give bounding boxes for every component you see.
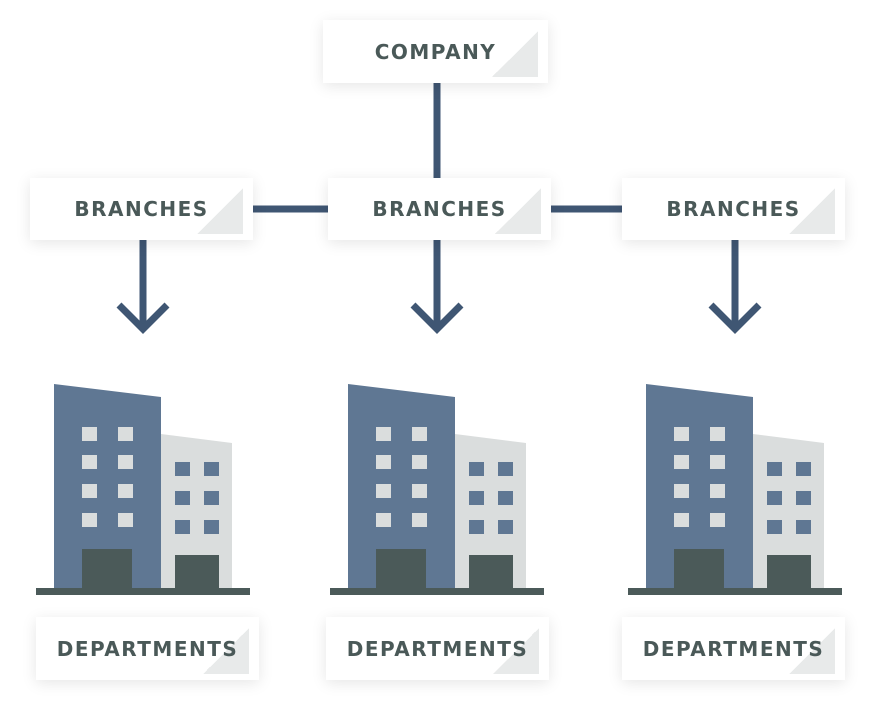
building-main — [348, 384, 455, 588]
arrow-head — [708, 302, 762, 334]
department-label: DEPARTMENTS — [346, 636, 529, 661]
window — [118, 455, 133, 469]
corner-decoration — [493, 628, 539, 674]
department-box: DEPARTMENTS — [326, 617, 549, 680]
window — [767, 491, 782, 505]
corner-decoration — [203, 628, 249, 674]
window — [674, 484, 689, 498]
ground-line — [628, 588, 842, 595]
window — [710, 455, 725, 469]
window — [498, 520, 513, 534]
building-main — [646, 384, 753, 588]
window — [82, 455, 97, 469]
corner-decoration — [789, 188, 835, 234]
window — [674, 427, 689, 441]
window — [412, 455, 427, 469]
window — [674, 455, 689, 469]
branch-box: BRANCHES — [30, 178, 253, 240]
window — [118, 484, 133, 498]
branch-box: BRANCHES — [328, 178, 551, 240]
window — [376, 484, 391, 498]
door — [376, 549, 426, 589]
window — [376, 427, 391, 441]
window — [412, 513, 427, 527]
door — [82, 549, 132, 589]
corner-decoration — [495, 188, 541, 234]
building-icon — [36, 384, 250, 595]
window — [469, 491, 484, 505]
corner-decoration — [492, 31, 538, 77]
window — [175, 491, 190, 505]
company-box: COMPANY — [323, 20, 548, 83]
department-label: DEPARTMENTS — [642, 636, 825, 661]
door — [175, 555, 219, 589]
window — [469, 462, 484, 476]
arrow-down-icon — [116, 240, 170, 334]
corner-decoration — [789, 628, 835, 674]
branch-label: BRANCHES — [666, 197, 801, 221]
department-box: DEPARTMENTS — [622, 617, 845, 680]
window — [498, 462, 513, 476]
window — [82, 484, 97, 498]
arrow-down-icon — [410, 240, 464, 334]
window — [412, 484, 427, 498]
building-icon — [330, 384, 544, 595]
door — [469, 555, 513, 589]
arrow-head — [116, 302, 170, 334]
door — [674, 549, 724, 589]
branch-label: BRANCHES — [74, 197, 209, 221]
window — [796, 462, 811, 476]
department-label: DEPARTMENTS — [56, 636, 239, 661]
arrow-head — [410, 302, 464, 334]
window — [82, 427, 97, 441]
window — [412, 427, 427, 441]
corner-decoration — [197, 188, 243, 234]
window — [82, 513, 97, 527]
window — [175, 462, 190, 476]
window — [767, 462, 782, 476]
window — [175, 520, 190, 534]
window — [376, 513, 391, 527]
ground-line — [36, 588, 250, 595]
company-label: COMPANY — [374, 39, 497, 64]
department-box: DEPARTMENTS — [36, 617, 259, 680]
arrow-down-icon — [708, 240, 762, 334]
window — [204, 462, 219, 476]
window — [376, 455, 391, 469]
window — [204, 520, 219, 534]
branch-label: BRANCHES — [372, 197, 507, 221]
window — [469, 520, 484, 534]
window — [710, 427, 725, 441]
window — [498, 491, 513, 505]
window — [767, 520, 782, 534]
door — [767, 555, 811, 589]
window — [710, 484, 725, 498]
building-icon — [628, 384, 842, 595]
window — [204, 491, 219, 505]
building-main — [54, 384, 161, 588]
window — [118, 513, 133, 527]
window — [796, 520, 811, 534]
ground-line — [330, 588, 544, 595]
window — [796, 491, 811, 505]
window — [710, 513, 725, 527]
branch-box: BRANCHES — [622, 178, 845, 240]
window — [118, 427, 133, 441]
window — [674, 513, 689, 527]
